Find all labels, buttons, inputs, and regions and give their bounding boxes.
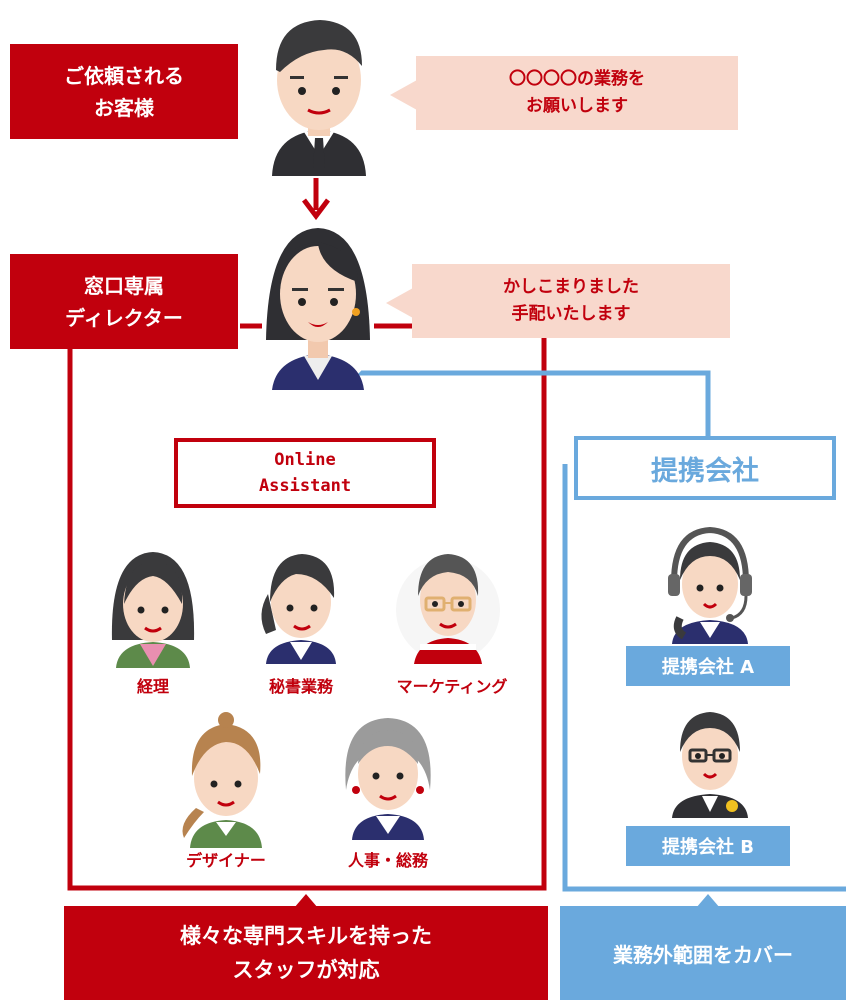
partner-a-label: 提携会社 A	[626, 646, 790, 686]
staff-marketing-avatar	[396, 554, 500, 664]
client-avatar	[272, 20, 366, 176]
partner-b-label: 提携会社 B	[626, 826, 790, 866]
director-speech-bubble: かしこまりました 手配いたします	[412, 264, 730, 338]
partner-a-avatar	[668, 526, 752, 644]
client-bubble-tail	[390, 80, 417, 110]
partner-b-avatar	[672, 712, 748, 818]
staff-label-designer: デザイナー	[186, 851, 266, 870]
staff-secretary-avatar	[261, 554, 336, 664]
staff-label-accounting: 経理	[136, 677, 169, 696]
red-footer-notch	[294, 894, 318, 908]
online-assistant-title: Online Assistant	[174, 438, 436, 508]
partners-title: 提携会社	[574, 436, 836, 500]
staff-hr-avatar	[345, 718, 431, 840]
online-assistant-footer: 様々な専門スキルを持った スタッフが対応	[64, 906, 548, 1000]
director-avatar	[262, 228, 374, 390]
staff-label-marketing: マーケティング	[396, 677, 508, 696]
director-bubble-tail	[386, 288, 413, 318]
blue-footer-notch	[696, 894, 720, 908]
staff-accounting-avatar	[111, 552, 195, 668]
staff-label-hr: 人事・総務	[347, 851, 428, 870]
director-label: 窓口専属 ディレクター	[10, 254, 238, 349]
partners-footer: 業務外範囲をカバー	[560, 906, 846, 1000]
client-label: ご依頼される お客様	[10, 44, 238, 139]
staff-label-secretary: 秘書業務	[268, 677, 333, 696]
client-speech-bubble: 〇〇〇〇の業務を お願いします	[416, 56, 738, 130]
staff-designer-avatar	[182, 712, 262, 848]
